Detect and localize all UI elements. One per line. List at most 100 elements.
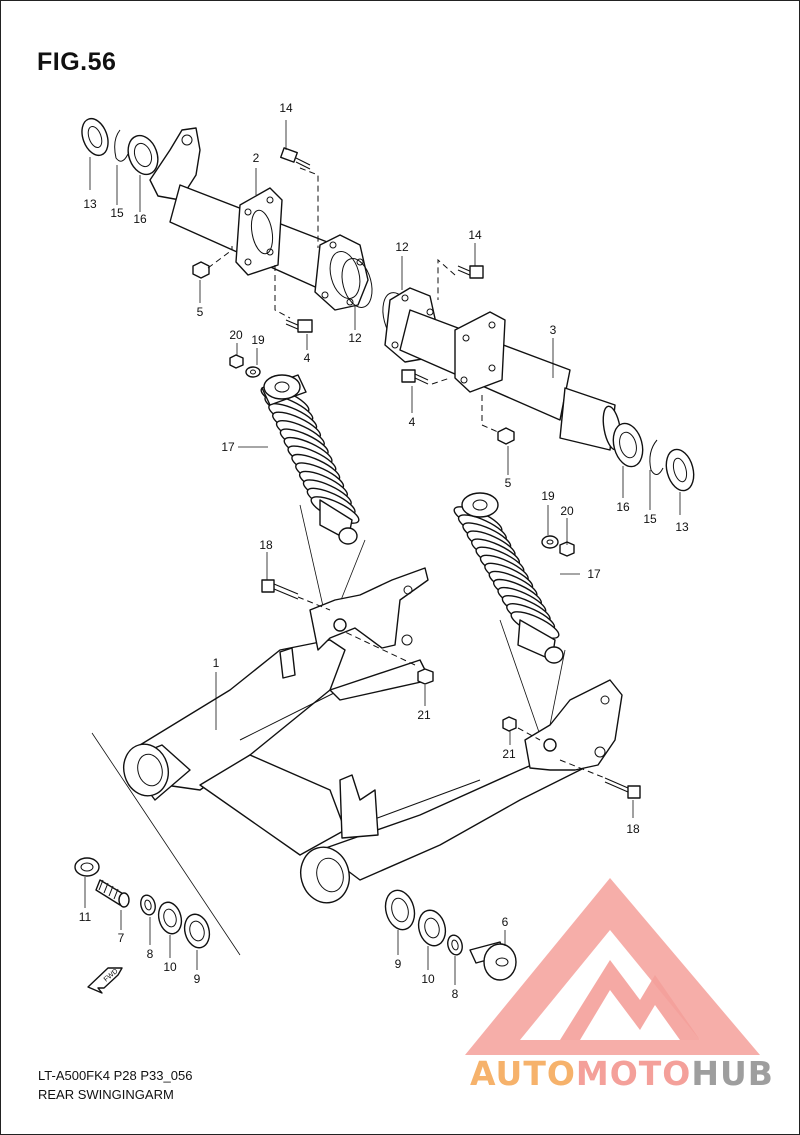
- circlip-left: [114, 129, 129, 162]
- bolt-4-left: [285, 319, 313, 333]
- shock-top-eye-left: [263, 374, 301, 400]
- pivot-bracket-left: [149, 127, 201, 201]
- part-label-12a: 12: [348, 331, 362, 345]
- bolt-18-right: [559, 759, 641, 799]
- shock-bottom-eye-left: [338, 527, 358, 545]
- shock-absorber-left: [260, 374, 360, 545]
- bearing-right: [612, 422, 644, 468]
- part-label-2: 2: [253, 151, 260, 165]
- part-label-19b: 19: [541, 489, 555, 503]
- shock-absorber-right: [453, 492, 564, 664]
- part-label-19a: 19: [251, 333, 265, 347]
- pivot-boss-left: [123, 743, 169, 797]
- shock-bottom-eye-right: [544, 646, 564, 664]
- watermark-auto: AUTO: [470, 1054, 576, 1093]
- washer-8-left: [140, 894, 156, 916]
- figure-title: FIG.56: [37, 48, 117, 76]
- part-label-6: 6: [502, 915, 509, 929]
- label-leaders: [84, 120, 681, 985]
- part-label-9b: 9: [395, 957, 402, 971]
- lock-nut-11: [74, 857, 100, 877]
- pivot-bolt-7: [95, 879, 130, 908]
- part-label-11: 11: [79, 910, 92, 924]
- watermark-text: AUTOMOTOHUB: [470, 1054, 774, 1093]
- part-label-17a: 17: [221, 440, 235, 454]
- watermark-hub: HUB: [691, 1054, 774, 1093]
- swingarm-left-arm: [139, 639, 346, 791]
- shock-mount-right: [524, 679, 623, 771]
- watermark-logo: AUTOMOTOHUB: [465, 878, 774, 1093]
- part-label-15a: 15: [110, 206, 124, 220]
- part-label-8a: 8: [147, 947, 154, 961]
- center-bracket: [339, 774, 379, 839]
- nut-21-left: [417, 668, 434, 685]
- part-label-16b: 16: [616, 500, 630, 514]
- oil-seal-left: [81, 117, 109, 157]
- nut-5-left: [192, 261, 210, 279]
- pivot-shaft-6: [469, 941, 517, 981]
- part-label-18b: 18: [626, 822, 640, 836]
- part-label-20b: 20: [560, 504, 574, 518]
- swingarm: [91, 567, 641, 956]
- right-pivot-hardware: [384, 889, 517, 981]
- part-label-17b: 17: [587, 567, 601, 581]
- pivot-boss-right: [300, 846, 350, 904]
- part-label-20a: 20: [229, 328, 243, 342]
- forward-arrow-icon: FWD: [87, 967, 123, 994]
- oil-seal-right: [665, 448, 695, 492]
- part-label-1: 1: [213, 656, 220, 670]
- part-label-14a: 14: [279, 101, 293, 115]
- nut-21-right: [502, 716, 517, 732]
- bolt-14-left: [280, 147, 311, 170]
- part-label-15b: 15: [643, 512, 657, 526]
- part-label-7: 7: [118, 931, 125, 945]
- bearing-9-left: [183, 913, 211, 949]
- washer-19-right: [541, 535, 559, 549]
- part-label-5a: 5: [197, 305, 204, 319]
- washer-19-left: [245, 366, 261, 378]
- o-ring-left: [341, 258, 373, 308]
- part-label-10b: 10: [421, 972, 435, 986]
- part-label-18a: 18: [259, 538, 273, 552]
- part-label-3: 3: [550, 323, 557, 337]
- part-label-16a: 16: [133, 212, 147, 226]
- left-pivot-hardware: [74, 857, 211, 949]
- pivot-flange-left: [235, 187, 283, 276]
- part-label-14b: 14: [468, 228, 482, 242]
- pivot-flange-right: [454, 311, 506, 393]
- right-pivot-assembly: [382, 258, 695, 492]
- part-label-12b: 12: [395, 240, 409, 254]
- washer-8-right: [447, 934, 463, 956]
- bearing-left: [127, 134, 159, 176]
- part-label-4b: 4: [409, 415, 416, 429]
- spacer-10-right: [417, 909, 447, 947]
- part-label-10a: 10: [163, 960, 177, 974]
- part-label-21b: 21: [502, 747, 516, 761]
- shock-top-eye-right: [461, 492, 499, 518]
- part-label-13a: 13: [83, 197, 97, 211]
- bearing-9-right: [384, 889, 416, 931]
- nut-20-left: [229, 354, 244, 369]
- pivot-end-flange-left: [314, 234, 369, 311]
- bolt-14-right: [457, 265, 484, 279]
- circlip-right: [649, 439, 664, 475]
- part-label-4a: 4: [304, 351, 311, 365]
- nut-5-right: [497, 427, 515, 445]
- figure-code: LT-A500FK4 P28 P33_056: [38, 1068, 193, 1083]
- swingarm-cross-member: [199, 754, 346, 856]
- part-label-21a: 21: [417, 708, 431, 722]
- part-label-8b: 8: [452, 987, 459, 1001]
- watermark-moto: MOTO: [576, 1054, 691, 1093]
- pivot-endcap-right: [559, 387, 616, 451]
- part-label-13b: 13: [675, 520, 689, 534]
- figure-name: REAR SWINGINGARM: [38, 1087, 174, 1102]
- bolt-18-left: [261, 579, 331, 611]
- logo-m-shape: [560, 960, 700, 1040]
- shock-spring-right: [453, 506, 560, 639]
- left-pivot-assembly: [81, 117, 373, 333]
- bolt-4-right: [401, 369, 429, 385]
- part-label-9a: 9: [194, 972, 201, 986]
